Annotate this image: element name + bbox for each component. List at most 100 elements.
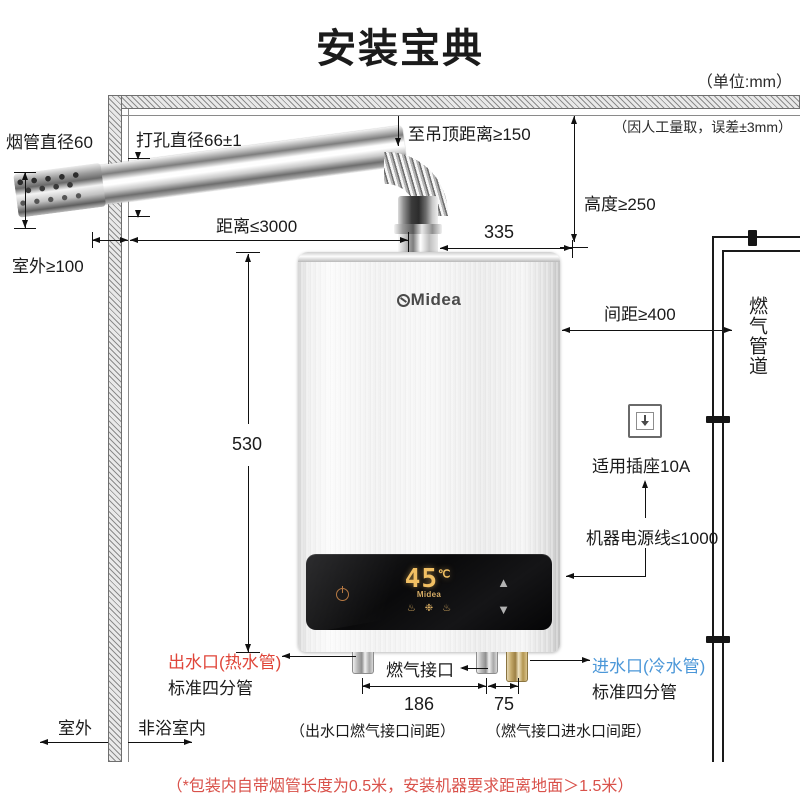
brand-logo: Midea bbox=[298, 290, 560, 310]
arrow-up bbox=[21, 172, 28, 180]
arrow-left bbox=[130, 237, 138, 243]
leader-line-cold-inlet bbox=[530, 660, 590, 661]
gas-pipe-joint-middle bbox=[706, 416, 730, 423]
outdoor-label: 室外 bbox=[58, 719, 92, 738]
water-heater-body: Midea 45℃ Midea ♨ ❉ ♨ ▲ ▼ bbox=[298, 252, 560, 652]
gas-pipe-joint-top bbox=[748, 230, 757, 246]
dim-line-outdoor-side bbox=[40, 742, 108, 743]
power-cord-label: 机器电源线≤1000 bbox=[586, 529, 719, 548]
ceiling-slab bbox=[108, 95, 800, 109]
dim-label-186: 186 bbox=[404, 694, 435, 714]
dim-label-height-min: 高度≥250 bbox=[584, 195, 656, 214]
witness-line bbox=[518, 678, 519, 694]
arrow-right bbox=[582, 657, 590, 663]
socket-plug-arrow-icon bbox=[641, 415, 648, 426]
leader-line-gas-port bbox=[462, 668, 488, 669]
dim-line-height-min bbox=[574, 116, 575, 242]
midea-ring-icon bbox=[396, 294, 410, 307]
control-panel[interactable]: 45℃ Midea ♨ ❉ ♨ ▲ ▼ bbox=[306, 554, 552, 630]
arrow-left bbox=[460, 665, 468, 671]
cold-water-inlet-port bbox=[506, 652, 528, 682]
dim-line-body-height-upper bbox=[248, 254, 249, 424]
arrow-left bbox=[488, 683, 496, 689]
dim-line-75 bbox=[488, 686, 518, 687]
arrow-up bbox=[244, 254, 251, 262]
page-title: 安装宝典 bbox=[316, 27, 484, 71]
gas-pipe-vertical-outer bbox=[712, 236, 714, 762]
gas-pipe-joint-lower bbox=[706, 636, 730, 643]
leader-line-power-cord bbox=[645, 482, 646, 518]
leader-line-power-cord-horizontal bbox=[566, 576, 646, 577]
panel-brand-text: Midea bbox=[416, 590, 442, 599]
witness-line bbox=[486, 678, 487, 694]
dim-line-outdoor bbox=[92, 240, 128, 241]
dim-line-offset-335 bbox=[440, 248, 572, 249]
dim-line-186 bbox=[362, 686, 486, 687]
cold-inlet-title: 进水口(冷水管) bbox=[592, 657, 706, 676]
witness-line bbox=[572, 240, 573, 258]
wall-reference-line bbox=[128, 109, 129, 762]
flue-connector-collar bbox=[398, 196, 438, 226]
arrow-left bbox=[282, 653, 290, 659]
hot-water-outlet-port bbox=[352, 652, 374, 674]
tolerance-note: （因人工量取，误差±3mm） bbox=[613, 119, 792, 135]
temperature-unit: ℃ bbox=[438, 567, 452, 581]
arrow-down bbox=[135, 210, 141, 218]
indoor-label: 非浴室内 bbox=[138, 719, 206, 738]
unit-note: （单位:mm） bbox=[696, 74, 792, 91]
arrow-left bbox=[40, 739, 48, 745]
arrow-right bbox=[400, 237, 408, 243]
witness-line bbox=[408, 232, 409, 252]
chevron-up-icon[interactable]: ▲ bbox=[497, 575, 510, 590]
gas-pipeline-label: 燃气管道 bbox=[746, 296, 767, 376]
arrow-down bbox=[394, 138, 401, 146]
arrow-left bbox=[362, 683, 370, 689]
gas-port-label: 燃气接口 bbox=[386, 661, 454, 680]
dim-label-flue-diameter: 烟管直径60 bbox=[6, 133, 93, 152]
ceiling-reference-line bbox=[122, 115, 800, 116]
power-socket-icon bbox=[628, 404, 662, 438]
hot-outlet-title: 出水口(热水管) bbox=[168, 653, 282, 672]
fan-icon: ❉ bbox=[424, 603, 434, 614]
arrow-up bbox=[641, 480, 648, 488]
arrow-left bbox=[440, 245, 448, 251]
flue-pipe-assembly bbox=[8, 125, 428, 260]
dim-label-ceiling-gap: 至吊顶距离≥150 bbox=[408, 125, 531, 144]
arrow-left bbox=[92, 237, 100, 243]
dim-label-offset-335: 335 bbox=[484, 222, 515, 242]
chevron-down-icon[interactable]: ▼ bbox=[497, 602, 510, 617]
dim-line-indoor-side bbox=[128, 742, 192, 743]
leader-line-power-cord-lower bbox=[645, 548, 646, 576]
panel-adjust-buttons[interactable]: ▲ ▼ bbox=[497, 576, 510, 616]
arrow-left bbox=[566, 573, 574, 579]
hot-outlet-subtitle: 标准四分管 bbox=[168, 679, 253, 698]
dim-line-distance-max bbox=[130, 240, 408, 241]
flue-connector-ring bbox=[394, 224, 442, 234]
socket-inner-frame bbox=[636, 412, 654, 430]
dim-label-body-height: 530 bbox=[232, 434, 263, 454]
dim-label-75: 75 bbox=[494, 694, 515, 714]
arrow-right bbox=[478, 683, 486, 689]
footer-note: （*包装内自带烟管长度为0.5米，安装机器要求距离地面＞1.5米） bbox=[166, 778, 634, 795]
dim-label-distance-max: 距离≤3000 bbox=[216, 217, 298, 236]
dim-note-186: （出水口燃气接口间距） bbox=[290, 723, 456, 740]
power-icon[interactable] bbox=[336, 586, 349, 601]
brand-logo-text: Midea bbox=[410, 290, 462, 309]
cold-inlet-subtitle: 标准四分管 bbox=[592, 683, 677, 702]
flue-pipe-vent-cap bbox=[13, 162, 107, 218]
arrow-down bbox=[244, 644, 251, 652]
arrow-right bbox=[510, 683, 518, 689]
leader-line-hot-outlet bbox=[282, 656, 356, 657]
arrow-down bbox=[135, 152, 141, 160]
witness-line bbox=[560, 247, 588, 248]
dim-line-flue-diameter bbox=[25, 172, 26, 228]
dim-label-spacing-min: 间距≥400 bbox=[604, 305, 676, 324]
arrow-up bbox=[570, 116, 577, 124]
dim-label-outdoor-min: 室外≥100 bbox=[12, 257, 84, 276]
witness-line bbox=[236, 252, 260, 253]
arrow-down bbox=[570, 234, 577, 242]
socket-label: 适用插座10A bbox=[592, 457, 691, 476]
heater-top-trim bbox=[298, 252, 560, 262]
droplet-icon: ♨ bbox=[442, 603, 452, 614]
